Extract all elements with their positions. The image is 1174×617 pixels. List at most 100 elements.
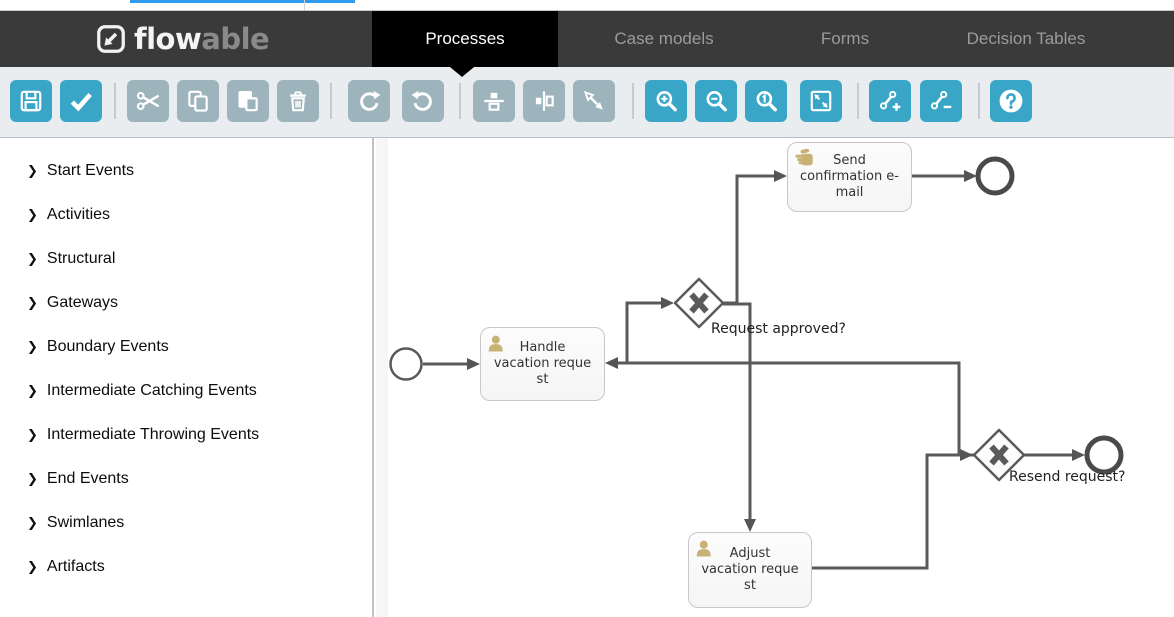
paste-page-icon [238, 90, 258, 112]
redo-button[interactable] [348, 80, 390, 122]
tab-processes[interactable]: Processes [372, 11, 558, 67]
chevron-right-icon: ❯ [27, 427, 38, 443]
palette-group-end-events[interactable]: ❯ End Events [0, 457, 372, 501]
remove-bendpoint-button[interactable] [920, 80, 962, 122]
palette-group-gateways[interactable]: ❯ Gateways [0, 281, 372, 325]
arrowhead [661, 297, 674, 309]
cut-button[interactable] [127, 80, 169, 122]
arrowhead [1072, 449, 1085, 461]
arrowhead [774, 170, 787, 182]
paste-button[interactable] [227, 80, 269, 122]
exclusive-gateway-x-icon [989, 444, 1009, 466]
checkmark-icon [70, 92, 92, 112]
palette-group-label: Intermediate Throwing Events [46, 426, 260, 443]
flow-handle-to-gateway1[interactable] [625, 301, 662, 363]
zoom-out-button[interactable] [695, 80, 737, 122]
copy-button[interactable] [177, 80, 219, 122]
active-tab-caret [450, 67, 474, 77]
align-horizontal-icon [484, 92, 504, 111]
fit-to-screen-icon [810, 90, 832, 112]
palette-group-label: End Events [46, 470, 129, 487]
palette-group-boundary-events[interactable]: ❯Boundary Events [0, 325, 372, 369]
toolbar-separator [978, 83, 980, 119]
chevron-right-icon: ❯ [27, 163, 38, 179]
toolbar-separator [459, 83, 461, 119]
same-size-button[interactable] [573, 80, 615, 122]
person-icon [696, 540, 711, 557]
scissors-icon [136, 91, 159, 111]
sequence-flows-layer [389, 156, 1124, 570]
magnifier-minus-icon [706, 91, 727, 112]
toolbar-separator [114, 83, 116, 119]
flowable-logo: flowable [96, 11, 270, 67]
bendpoint-plus-icon [879, 90, 901, 111]
zoom-in-button[interactable] [645, 80, 687, 122]
floppy-disk-icon [20, 90, 42, 112]
chevron-right-icon: ❯ [27, 383, 38, 399]
zoom-actual-button[interactable] [745, 80, 787, 122]
palette-group-swimlanes[interactable]: ❯ Swimlanes [0, 501, 372, 545]
palette-group-label: Artifacts [46, 558, 105, 575]
palette-group-intermediate-catching-events[interactable]: ❯Intermediate Catching Events [0, 369, 372, 413]
task-label: Adjust vacation reque st [701, 546, 799, 593]
help-button[interactable] [990, 80, 1032, 122]
chevron-right-icon: ❯ [27, 515, 38, 531]
add-bendpoint-button[interactable] [869, 80, 911, 122]
person-icon [488, 335, 503, 352]
palette-group-label: Structural [46, 250, 116, 267]
exclusive-gateway-x-icon [689, 292, 709, 314]
arrowhead [960, 449, 973, 461]
task-handle-vacation-request[interactable]: Handle vacation reque st [480, 327, 605, 401]
trash-icon [290, 91, 306, 112]
toolbar-separator [330, 83, 332, 119]
tab-forms[interactable]: Forms [820, 29, 870, 48]
arrowhead [467, 358, 480, 370]
align-vertical-button[interactable] [523, 80, 565, 122]
start-event[interactable] [389, 347, 423, 381]
undo-arrow-icon [411, 90, 432, 111]
zoom-fit-button[interactable] [800, 80, 842, 122]
flow-adjust-to-gateway2[interactable] [812, 453, 961, 570]
end-event-2[interactable] [1084, 435, 1124, 475]
tab-case-models[interactable]: Case models [614, 29, 714, 48]
browser-tab-divider [304, 0, 305, 10]
align-horizontal-button[interactable] [473, 80, 515, 122]
palette-group-intermediate-throwing-events[interactable]: ❯ Intermediate Throwing Events [0, 413, 372, 457]
palette-group-artifacts[interactable]: ❯Artifacts [0, 545, 372, 589]
task-adjust-vacation-request[interactable]: Adjust vacation reque st [688, 532, 812, 608]
palette-group-label: Gateways [46, 294, 119, 311]
task-label: Handle vacation reque st [493, 340, 592, 387]
gateway-label-resend-request: Resend request? [1009, 469, 1126, 485]
toolbar-separator [857, 83, 859, 119]
end-event-1[interactable] [975, 156, 1015, 196]
task-send-confirmation-email[interactable]: Send confirmation e- mail [787, 142, 912, 212]
palette-group-structural[interactable]: ❯ Structural [0, 237, 372, 281]
delete-button[interactable] [277, 80, 319, 122]
editor-toolbar [0, 67, 1174, 138]
align-vertical-icon [535, 91, 554, 111]
diagram-canvas[interactable]: Handle vacation reque st Send confirmati… [377, 138, 1174, 617]
palette-group-activities[interactable]: ❯Activities [0, 193, 372, 237]
flow-gateway2-to-handle[interactable] [617, 361, 974, 457]
chevron-right-icon: ❯ [27, 251, 38, 267]
validate-button[interactable] [60, 80, 102, 122]
palette-group-label: Swimlanes [46, 514, 125, 531]
undo-button[interactable] [402, 80, 444, 122]
palette-group-start-events[interactable]: ❯Start Events [0, 149, 372, 193]
same-size-arrows-icon [583, 90, 603, 110]
gateway-label-request-approved: Request approved? [711, 321, 846, 337]
save-button[interactable] [10, 80, 52, 122]
palette-group-label: Activities [46, 206, 111, 223]
browser-chrome-strip [0, 0, 1174, 11]
palette-group-label: Boundary Events [46, 338, 169, 355]
flow-gateway1-to-adjust[interactable] [723, 302, 752, 520]
arrowhead [964, 170, 977, 182]
bendpoint-minus-icon [930, 90, 952, 110]
flow-gateway1-to-send[interactable] [722, 174, 776, 305]
toolbar-separator [632, 83, 634, 119]
flowable-logo-icon [97, 25, 125, 53]
chevron-right-icon: ❯ [27, 471, 38, 487]
logo-wordmark: flowable [134, 22, 270, 56]
tab-decision-tables[interactable]: Decision Tables [966, 29, 1086, 48]
chevron-right-icon: ❯ [27, 295, 38, 311]
